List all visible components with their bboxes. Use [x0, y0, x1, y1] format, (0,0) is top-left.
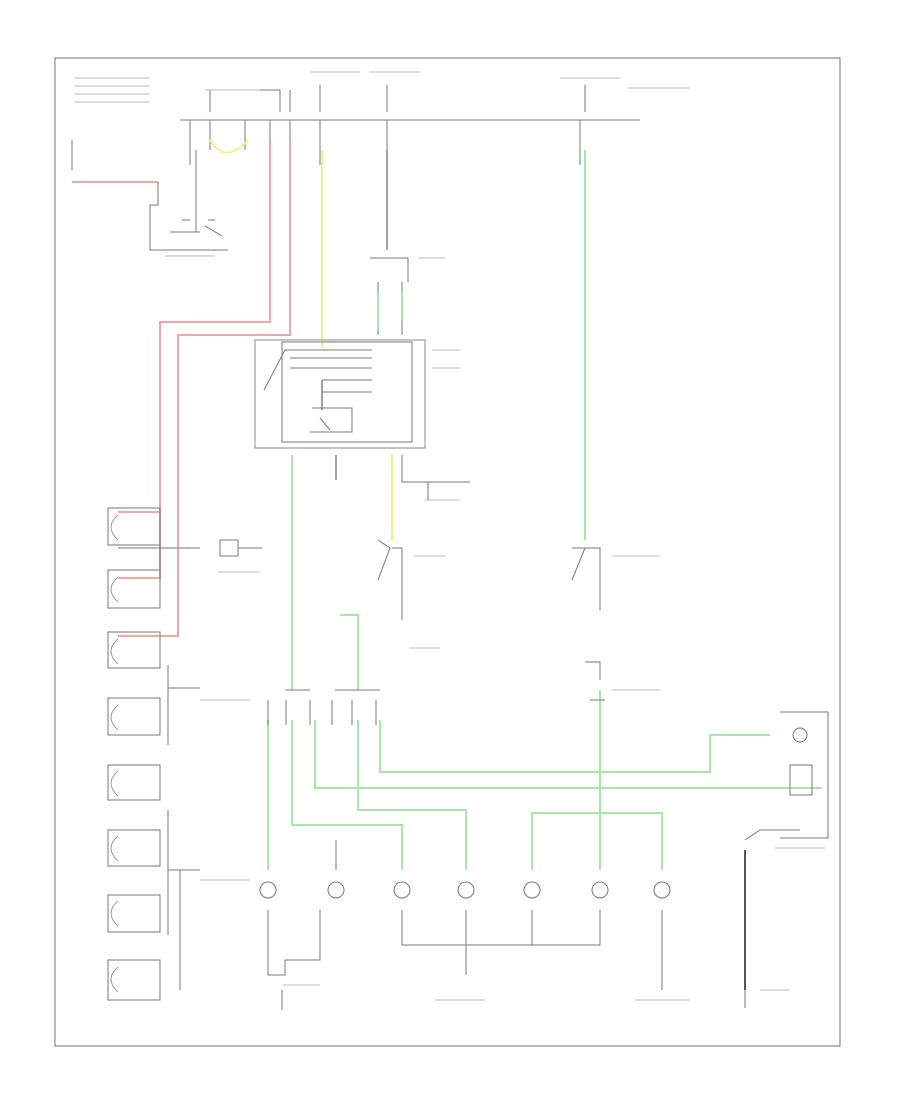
- side-marker-connector: [219, 539, 262, 557]
- left-lamp-symbols: [110, 514, 119, 993]
- flasher-ground: [401, 455, 470, 500]
- label-marks: [74, 71, 825, 1001]
- turn-relay: [377, 539, 403, 620]
- green-wire-turn-distribution: [267, 455, 822, 870]
- flasher-internals: [263, 349, 372, 433]
- left-lamp-column: [107, 507, 200, 1001]
- combination-switch-box: [254, 339, 426, 449]
- instrument-cluster: [744, 711, 829, 841]
- yellow-wire-turn: [321, 150, 393, 540]
- junction-connectors: [267, 661, 605, 725]
- black-wire-segments: [321, 150, 388, 480]
- rear-lamp-row: [259, 881, 671, 899]
- diagram-frame: [54, 57, 841, 1047]
- brake-switch: [571, 547, 601, 610]
- flasher-unit: [281, 341, 413, 443]
- turn-switch-green-stubs: [377, 292, 403, 330]
- ground-bus-lamps: [267, 840, 663, 1010]
- red-wire-main: [118, 140, 291, 637]
- hazard-switch: [149, 150, 228, 251]
- yellow-jumper: [209, 139, 249, 154]
